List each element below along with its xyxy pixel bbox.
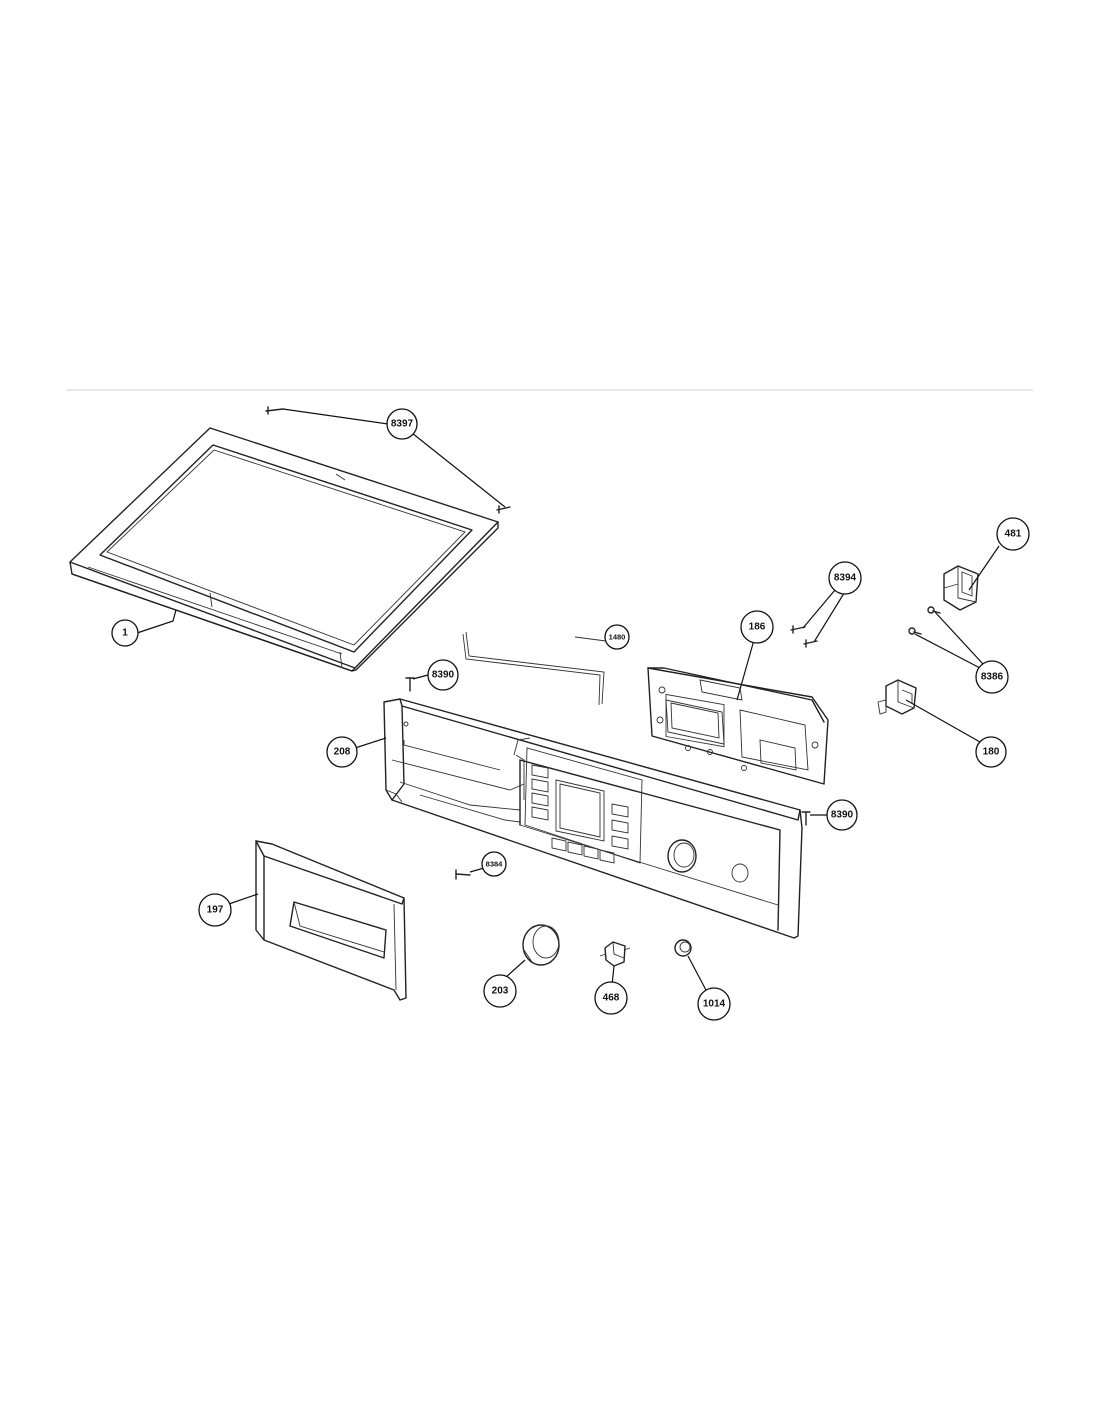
knob-part-203: [522, 924, 560, 966]
callout-label: 203: [492, 986, 509, 997]
drawer-front-part-197: [255, 840, 407, 1001]
callout-label: 481: [1005, 529, 1022, 540]
screw-8390-left: [405, 677, 415, 692]
button-part-468: [599, 941, 631, 967]
callout-label: 1: [122, 628, 128, 639]
callout-1: 1: [111, 619, 139, 647]
callout-8390-lower: 8390: [826, 799, 858, 831]
electronic-board-part-186: [647, 667, 829, 785]
callout-label: 8397: [391, 419, 414, 430]
callout-1480: 1480: [604, 624, 630, 650]
callout-203: 203: [483, 974, 517, 1008]
screw-8386-lower: [908, 627, 922, 635]
screw-8384: [455, 869, 471, 880]
callout-1014: 1014: [697, 987, 731, 1021]
callout-label: 1014: [703, 999, 726, 1010]
button-part-1014: [674, 939, 692, 957]
screw-8386-upper: [927, 606, 941, 614]
switch-part-180: [877, 679, 917, 715]
callout-481: 481: [996, 517, 1030, 551]
callout-label: 197: [207, 905, 224, 916]
callout-8386: 8386: [975, 660, 1009, 694]
callout-468: 468: [594, 981, 628, 1015]
callout-186: 186: [740, 610, 774, 644]
leader-lines: [136, 408, 1000, 993]
callout-208: 208: [326, 736, 358, 768]
callout-label: 468: [603, 993, 620, 1004]
wire-part-1480: [462, 631, 607, 706]
screw-8397-left: [265, 406, 284, 415]
top-lid-part: [69, 427, 499, 672]
callout-8397: 8397: [386, 408, 418, 440]
callout-label: 8394: [834, 573, 857, 584]
screw-8390-right: [801, 811, 811, 826]
callout-label: 186: [749, 622, 766, 633]
screw-8394-upper: [790, 625, 806, 634]
callout-label: 180: [983, 747, 1000, 758]
switch-part-481: [943, 565, 979, 611]
callout-8390-upper: 8390: [427, 659, 459, 691]
callout-8384: 8384: [481, 851, 507, 877]
callout-label: 8386: [981, 672, 1004, 683]
callout-8394: 8394: [828, 561, 862, 595]
callout-label: 1480: [609, 633, 626, 642]
screw-8397-right: [496, 505, 511, 514]
callout-label: 8384: [486, 860, 504, 869]
callout-197: 197: [198, 893, 232, 927]
control-panel-part-208: [383, 698, 803, 939]
callout-label: 208: [334, 747, 351, 758]
callout-label: 8390: [432, 670, 455, 681]
callout-180: 180: [975, 736, 1007, 768]
callout-label: 8390: [831, 810, 854, 821]
